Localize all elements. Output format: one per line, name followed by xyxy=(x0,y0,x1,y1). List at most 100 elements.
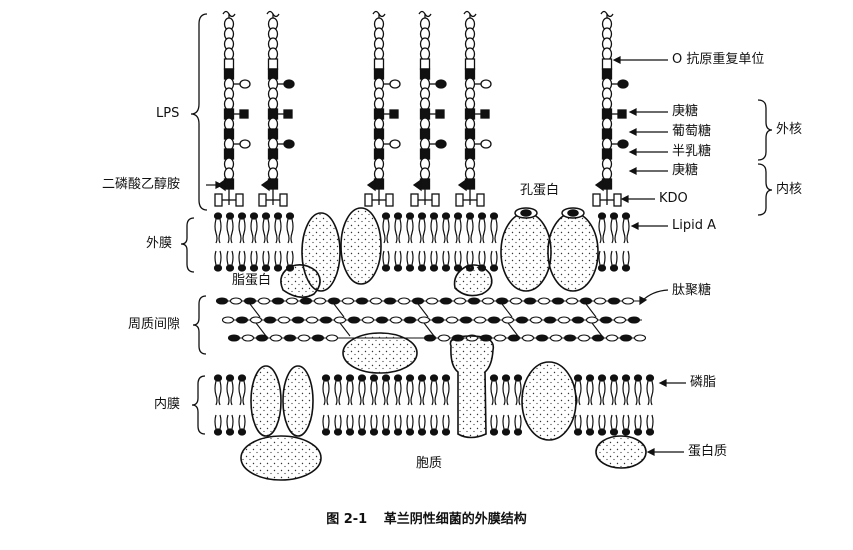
channel-protein xyxy=(449,335,495,439)
label-lipid-a: Lipid A xyxy=(672,218,716,233)
glycan-unit xyxy=(325,334,339,342)
head-top xyxy=(369,374,379,382)
sugar-open xyxy=(419,117,431,131)
tail xyxy=(231,414,234,430)
phospholipid xyxy=(489,212,499,272)
tail xyxy=(602,380,606,406)
glycan-unit xyxy=(411,297,425,305)
porin-left xyxy=(500,212,552,292)
tail xyxy=(578,380,582,406)
tail xyxy=(466,250,469,266)
lps-brace xyxy=(190,13,208,211)
tail xyxy=(279,250,282,266)
phospholipid xyxy=(489,374,499,436)
inner-protein-3 xyxy=(521,361,577,441)
tail xyxy=(351,414,354,430)
tail xyxy=(435,414,438,430)
glycan-unit xyxy=(467,297,481,305)
tail xyxy=(350,380,354,406)
phospholipid xyxy=(477,212,487,272)
head-bottom xyxy=(261,264,271,272)
head-top xyxy=(489,212,499,220)
tail xyxy=(218,218,222,244)
tail xyxy=(230,218,234,244)
tail xyxy=(286,218,290,244)
label-porin: 孔蛋白 xyxy=(520,183,560,198)
side-sugar xyxy=(435,139,447,149)
head-top xyxy=(213,212,223,220)
label-glucose: 葡萄糖 xyxy=(672,124,712,139)
periplasm-brace xyxy=(192,295,207,355)
glycan-unit xyxy=(495,297,509,305)
tail xyxy=(411,414,414,430)
tail xyxy=(226,414,229,430)
tail xyxy=(262,218,266,244)
caption-number: 图 2-1 xyxy=(326,512,368,527)
head-top xyxy=(321,374,331,382)
tail xyxy=(394,414,397,430)
tail xyxy=(502,380,506,406)
glycan-unit xyxy=(459,316,473,324)
glycan-unit xyxy=(437,334,451,342)
tail xyxy=(219,250,222,266)
inner-membrane-proteins xyxy=(240,332,647,481)
head-top xyxy=(393,212,403,220)
glycan-unit xyxy=(305,316,319,324)
glycan-unit xyxy=(445,316,459,324)
tail xyxy=(398,380,402,406)
phospholipid xyxy=(393,212,403,272)
phospholipid xyxy=(225,212,235,272)
side-sugar xyxy=(283,109,293,119)
head-bottom xyxy=(381,428,391,436)
tail xyxy=(614,218,618,244)
head-bottom xyxy=(453,264,463,272)
sugar-open xyxy=(223,167,235,181)
tail xyxy=(243,414,246,430)
phospholipid xyxy=(417,212,427,272)
tail xyxy=(231,250,234,266)
side-sugar xyxy=(480,109,490,119)
sugar-filled xyxy=(373,178,385,190)
glycan-unit xyxy=(375,316,389,324)
tail xyxy=(442,250,445,266)
figure-caption: 图 2-1 革兰阴性细菌的外膜结构 xyxy=(0,508,853,527)
phospholipid xyxy=(213,374,223,436)
glycan-unit xyxy=(283,334,297,342)
glycan-unit xyxy=(607,297,621,305)
head-top xyxy=(345,374,355,382)
tail xyxy=(399,250,402,266)
glycan-unit xyxy=(633,334,647,342)
head-top xyxy=(453,212,463,220)
lps-chains xyxy=(214,10,629,207)
tail xyxy=(519,414,522,430)
inner-membrane-brace xyxy=(191,375,206,435)
head-top xyxy=(609,212,619,220)
tail xyxy=(610,380,614,406)
side-sugar xyxy=(239,109,249,119)
periplasm-protein xyxy=(342,332,418,374)
phospholipid xyxy=(393,374,403,436)
glycan-unit xyxy=(509,297,523,305)
head-bottom xyxy=(489,264,499,272)
tail xyxy=(598,218,602,244)
head-bottom xyxy=(441,428,451,436)
head-bottom xyxy=(585,428,595,436)
tail xyxy=(214,414,217,430)
head-bottom xyxy=(249,264,259,272)
tail xyxy=(394,250,397,266)
tail xyxy=(274,218,278,244)
label-inner-membrane: 内膜 xyxy=(154,397,181,412)
glycan-unit xyxy=(319,316,333,324)
phospholipid xyxy=(321,374,331,436)
glycan-unit xyxy=(613,316,627,324)
glycan-unit xyxy=(565,297,579,305)
tail xyxy=(434,218,438,244)
peptidoglycan-layer xyxy=(215,297,647,342)
head-bottom xyxy=(381,264,391,272)
inner-core-brace xyxy=(757,163,773,216)
label-periplasm: 周质间隙 xyxy=(128,317,181,332)
sugar-open xyxy=(464,47,476,61)
lps-chain xyxy=(258,10,295,207)
tail xyxy=(250,250,253,266)
tail xyxy=(322,380,326,406)
